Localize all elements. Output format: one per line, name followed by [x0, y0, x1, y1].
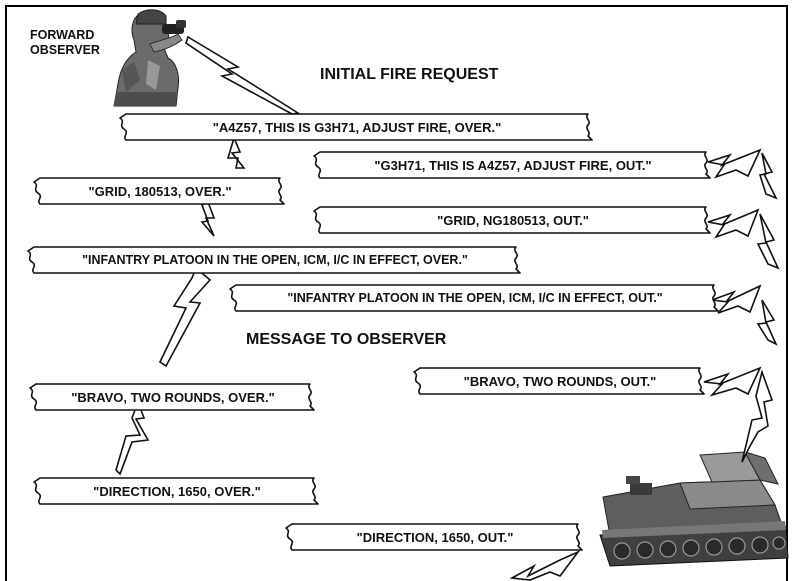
- initial-fire-request-heading: INITIAL FIRE REQUEST: [320, 66, 499, 83]
- banner-m4: [313, 206, 711, 234]
- message-m4: "GRID, NG180513, OUT.": [437, 212, 589, 228]
- radio-transmissions: [115, 35, 780, 581]
- lightning-bolt-icon: [756, 213, 780, 270]
- forward-observer-icon: [113, 9, 186, 107]
- lightning-bolt-icon: [703, 366, 762, 397]
- lightning-bolt-icon: [200, 200, 216, 237]
- banner-m2: [313, 151, 711, 179]
- message-m8: "BRAVO, TWO ROUNDS, OUT.": [463, 373, 657, 389]
- lightning-bolt-icon: [711, 284, 762, 314]
- lightning-bolt-icon: [185, 35, 301, 115]
- message-m5: "INFANTRY PLATOON IN THE OPEN, ICM, I/C …: [82, 253, 468, 267]
- banner-m7: [29, 383, 315, 411]
- banner-m8: [413, 367, 705, 395]
- message-m3: "GRID, 180513, OVER.": [88, 183, 232, 199]
- banner-m10: [285, 523, 583, 551]
- message-to-observer-heading: MESSAGE TO OBSERVER: [246, 331, 447, 348]
- lightning-bolt-icon: [226, 135, 246, 169]
- lightning-bolt-icon: [509, 550, 581, 581]
- message-m9: "DIRECTION, 1650, OVER.": [93, 483, 261, 499]
- lightning-bolt-icon: [758, 152, 778, 200]
- lightning-bolt-icon: [707, 148, 762, 179]
- lightning-bolt-icon: [707, 208, 760, 239]
- message-banners: [27, 113, 719, 551]
- observer-label-line2: OBSERVER: [30, 43, 100, 57]
- message-m7: "BRAVO, TWO ROUNDS, OVER.": [71, 389, 275, 405]
- banner-m6: [229, 284, 719, 312]
- message-m1: "A4Z57, THIS IS G3H71, ADJUST FIRE, OVER…: [212, 119, 502, 135]
- banner-m5: [27, 246, 521, 274]
- banner-m1: [119, 113, 593, 141]
- figure-frame: [5, 5, 788, 581]
- lightning-bolt-icon: [756, 299, 778, 346]
- message-m2: "G3H71, THIS IS A4Z57, ADJUST FIRE, OUT.…: [374, 157, 652, 173]
- observer-label-line1: FORWARD: [30, 28, 95, 42]
- lightning-bolt-icon: [158, 266, 212, 368]
- banner-m9: [33, 477, 319, 505]
- lightning-bolt-icon: [741, 369, 774, 463]
- message-m6: "INFANTRY PLATOON IN THE OPEN, ICM, I/C …: [287, 291, 663, 305]
- message-m10: "DIRECTION, 1650, OUT.": [356, 529, 514, 545]
- banner-m3: [33, 177, 285, 205]
- lightning-bolt-icon: [115, 399, 150, 476]
- vehicle-icon: [599, 451, 789, 567]
